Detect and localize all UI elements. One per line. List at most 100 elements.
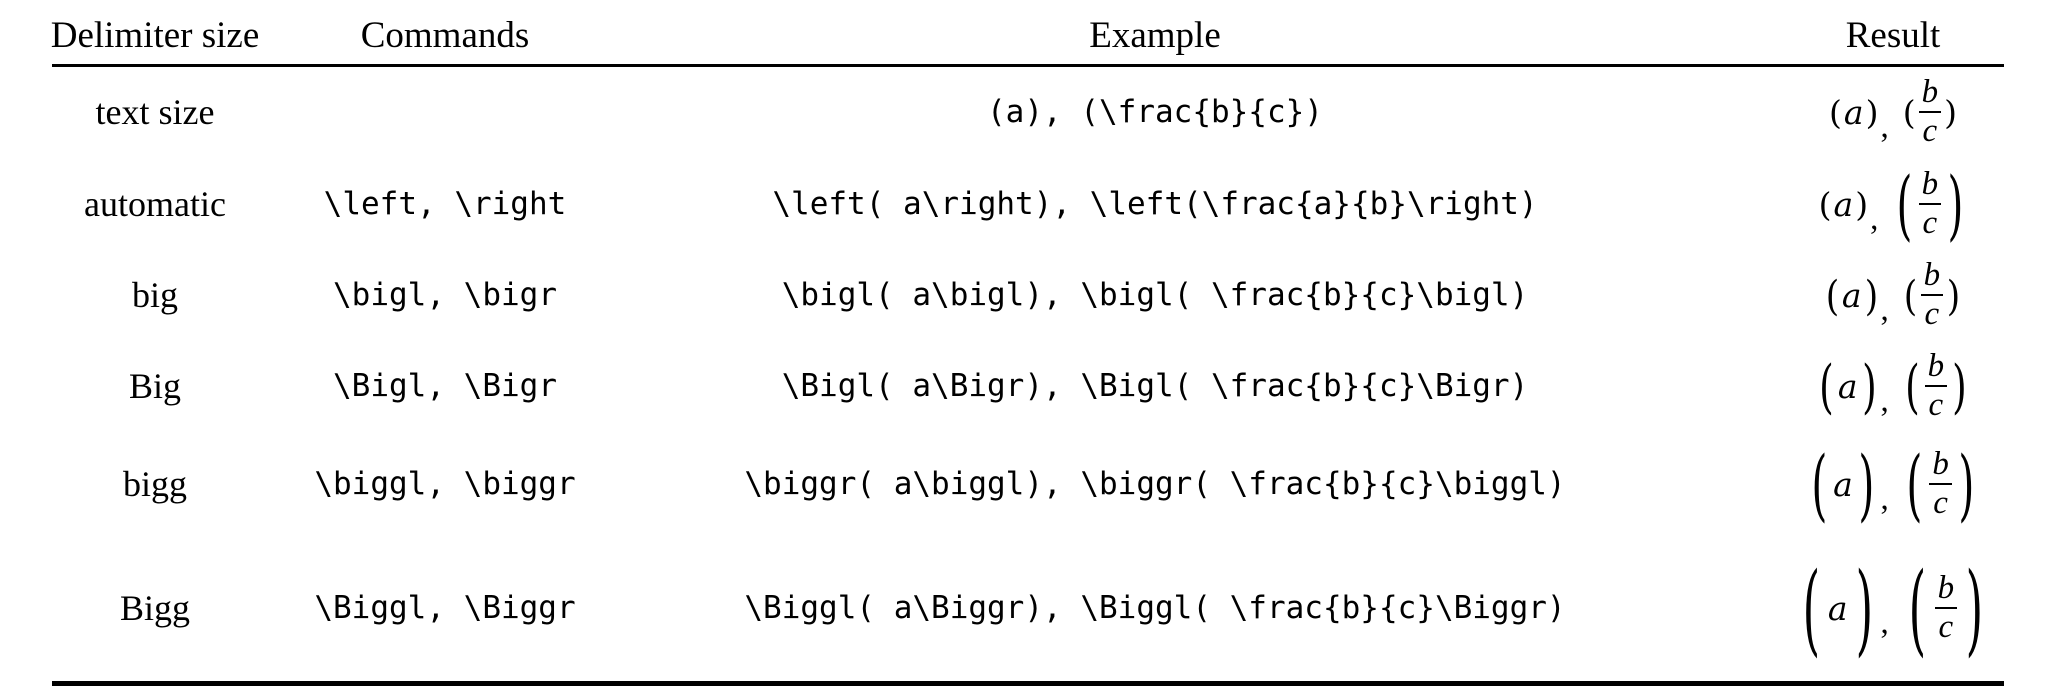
delimiter-size-label: Bigg [119, 588, 190, 628]
open-paren: ( [1811, 438, 1828, 530]
math-variable: a [1833, 184, 1854, 224]
result-var-group: (a) [1817, 357, 1878, 415]
fraction-bar [1918, 203, 1942, 205]
close-paren: ) [1965, 549, 1984, 667]
example-code: \left( a\right), \left(\frac{a}{b}\right… [772, 185, 1538, 222]
math-variable: a [1837, 366, 1858, 406]
fraction-bar [1934, 607, 1958, 609]
table-row: Bigg \Biggl, \Biggr \Biggl( a\Biggr), \B… [0, 535, 2056, 681]
close-paren: ) [1946, 270, 1961, 320]
close-paren: ) [1864, 270, 1878, 320]
math-comma: , [1870, 200, 1879, 237]
close-paren: ) [1952, 351, 1967, 421]
example-code: \biggr( a\biggl), \biggr( \frac{b}{c}\bi… [744, 465, 1566, 502]
open-paren: ( [1908, 549, 1926, 667]
table-row: bigg \biggl, \biggr \biggr( a\biggl), \b… [0, 433, 2056, 535]
open-paren: ( [1896, 159, 1912, 249]
open-paren: ( [1802, 549, 1821, 667]
commands-code: \biggl, \biggr [314, 465, 576, 502]
fraction-denominator: c [1938, 609, 1954, 645]
commands-code: \Bigl, \Bigr [333, 367, 557, 404]
example-code: \bigl( a\bigl), \bigl( \frac{b}{c}\bigl) [781, 276, 1529, 313]
fraction-numerator: b [1927, 348, 1945, 385]
math-comma: , [1880, 382, 1889, 419]
math-comma: , [1880, 291, 1889, 328]
commands-code: \left, \right [323, 185, 567, 222]
close-paren: ) [1958, 438, 1975, 530]
math-variable: a [1833, 464, 1853, 504]
fraction-numerator: b [1932, 446, 1949, 483]
header-delimiter-size: Delimiter size [50, 14, 260, 56]
math-variable: a [1841, 275, 1862, 315]
close-paren: ) [1861, 351, 1877, 421]
header-result: Result [1845, 14, 1941, 56]
table-header-row: Delimiter size Commands Example Result [0, 6, 2056, 64]
fraction-numerator: b [1923, 257, 1941, 294]
result-var-group: (a) [1797, 559, 1878, 658]
delimiter-size-label: Big [128, 366, 181, 406]
result-var-group: (a) [1807, 445, 1878, 523]
table-row: automatic \left, \right \left( a\right),… [0, 157, 2056, 251]
open-paren: ( [1903, 270, 1917, 320]
math-variable: a [1843, 92, 1864, 132]
fraction-denominator: c [1933, 485, 1948, 521]
math-variable: a [1827, 588, 1848, 628]
table-row: big \bigl, \bigr \bigl( a\bigl), \bigl( … [0, 251, 2056, 339]
open-paren: ( [1818, 184, 1832, 224]
fraction-numerator: b [1921, 166, 1939, 203]
close-paren: ) [1947, 159, 1964, 249]
fraction-bar [1918, 111, 1942, 113]
math-comma: , [1880, 480, 1889, 517]
open-paren: ( [1819, 351, 1834, 421]
math-comma: , [1880, 604, 1889, 641]
header-rule [52, 64, 2004, 67]
fraction-bar [1924, 385, 1948, 387]
close-paren: ) [1944, 92, 1957, 132]
example-code: \Biggl( a\Biggr), \Biggl( \frac{b}{c}\Bi… [744, 589, 1566, 626]
fraction-denominator: c [1922, 113, 1938, 149]
fraction-numerator: b [1937, 570, 1955, 607]
delimiter-size-label: text size [95, 92, 215, 132]
close-paren: ) [1855, 184, 1869, 224]
close-paren: ) [1858, 438, 1875, 530]
open-paren: ( [1904, 351, 1920, 421]
bottom-rule [52, 681, 2004, 686]
commands-code: \bigl, \bigr [333, 276, 557, 313]
close-paren: ) [1855, 549, 1873, 667]
open-paren: ( [1906, 438, 1923, 530]
example-code: (a), (\frac{b}{c}) [987, 93, 1323, 130]
fraction-bar [1929, 483, 1952, 485]
open-paren: ( [1902, 92, 1916, 132]
open-paren: ( [1829, 92, 1842, 132]
fraction-denominator: c [1922, 205, 1938, 241]
commands-code: \Biggl, \Biggr [314, 589, 576, 626]
header-commands: Commands [360, 14, 530, 56]
table-row: Big \Bigl, \Bigr \Bigl( a\Bigr), \Bigl( … [0, 339, 2056, 433]
fraction-bar [1920, 294, 1944, 296]
result-var-group: (a) [1829, 96, 1878, 129]
result-var-group: (a) [1825, 274, 1878, 315]
fraction-numerator: b [1921, 74, 1939, 111]
fraction-denominator: c [1928, 387, 1944, 423]
open-paren: ( [1825, 270, 1840, 320]
